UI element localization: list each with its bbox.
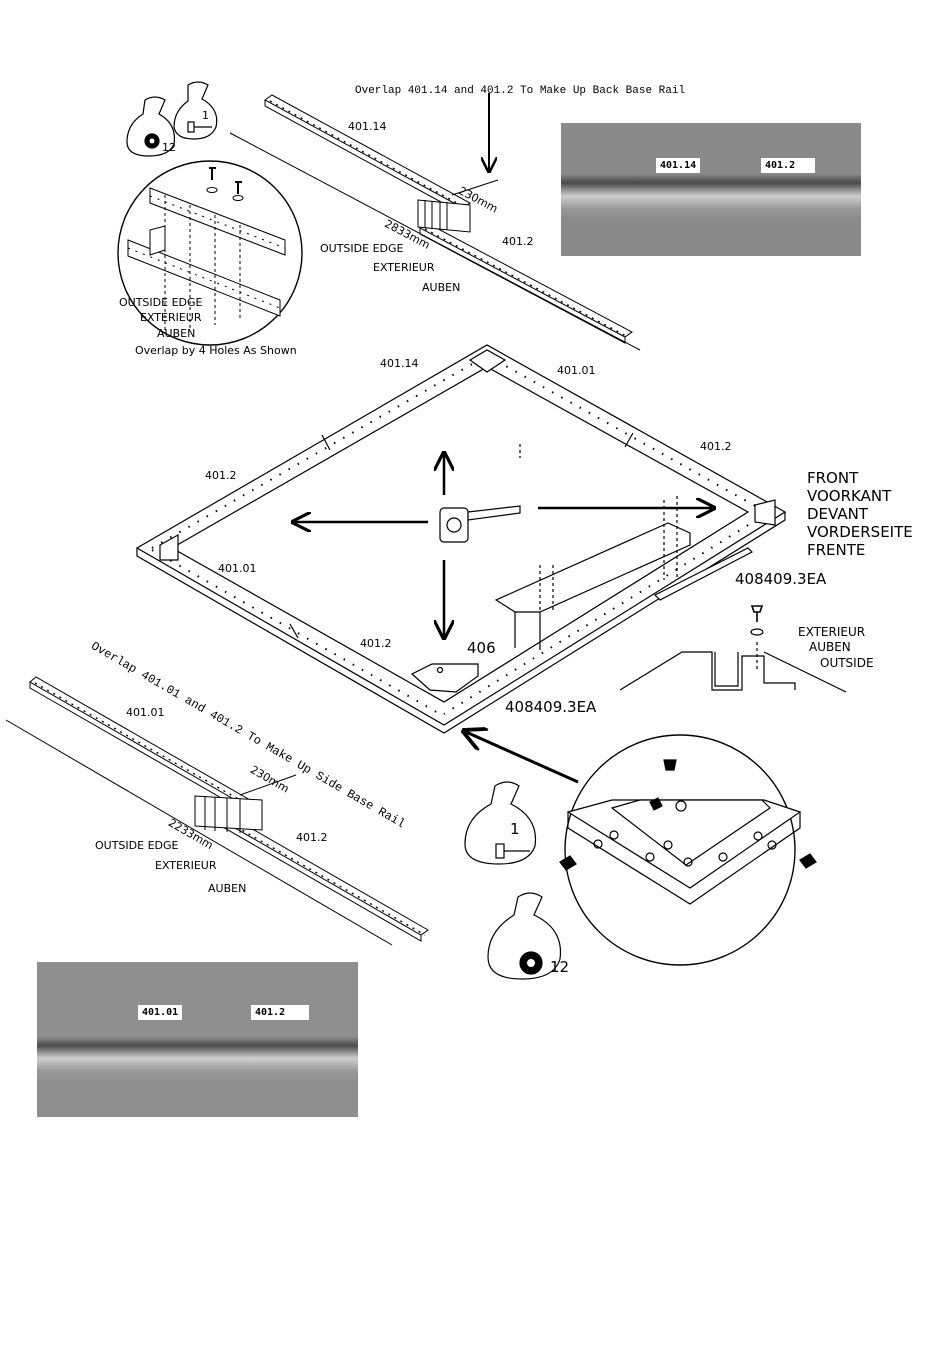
top-photo-tag-a: 401.14 <box>656 158 701 173</box>
corner-inset-circle <box>559 734 817 966</box>
frame-right-back-rail-label: 401.01 <box>557 364 596 377</box>
bottom-photo-tag-a: 401.01 <box>138 1005 183 1020</box>
top-outside-edge-label: OUTSIDE EDGE <box>320 242 404 255</box>
frame-front-rail-label: 401.2 <box>360 637 392 650</box>
bottom-screw-bag-icon <box>464 781 537 865</box>
bottom-exterieur-label: EXTERIEUR <box>155 859 217 872</box>
inset-exterieur-label: EXTERIEUR <box>140 311 202 324</box>
base-frame <box>135 344 787 734</box>
bottom-washer-bag-icon <box>487 892 562 980</box>
front-label-nl: VOORKANT <box>807 487 892 505</box>
inset-auben-label: AUBEN <box>157 327 196 340</box>
profile-auben-label: AUBEN <box>809 640 851 654</box>
frame-back-rail-label: 401.14 <box>380 357 419 370</box>
support-front-label: 408409.3EA <box>505 698 597 716</box>
support-right-label: 408409.3EA <box>735 570 827 588</box>
back-rail-overlap-caption: Overlap 401.14 and 401.2 To Make Up Back… <box>355 85 686 97</box>
rail-401-14-top <box>264 94 471 209</box>
top-part-401-14-label: 401.14 <box>348 120 387 133</box>
top-back-rail-assembly <box>229 93 641 351</box>
bracket-406-label: 406 <box>467 639 496 657</box>
top-washer-bag-icon <box>126 96 176 157</box>
top-auben-label: AUBEN <box>422 281 461 294</box>
top-inset-circle <box>117 160 303 346</box>
top-overlap-photo: 401.14 401.2 <box>561 123 861 256</box>
frame-left-front-rail-label: 401.01 <box>218 562 257 575</box>
frame-right-front-rail-label: 401.2 <box>700 440 732 453</box>
detail-pointer-arrow <box>466 732 579 784</box>
inset-caption: Overlap by 4 Holes As Shown <box>135 344 297 357</box>
front-label-es: FRENTE <box>807 541 866 559</box>
bottom-part-401-2-label: 401.2 <box>296 831 328 844</box>
bottom-photo-tag-b: 401.2 <box>251 1005 309 1020</box>
inset-outside-edge-label: OUTSIDE EDGE <box>119 296 203 309</box>
bottom-screw-qty: 1 <box>510 820 520 838</box>
bottom-washer-qty: 12 <box>550 958 570 976</box>
front-label-de: VORDERSEITE <box>807 523 913 541</box>
top-washer-qty: 12 <box>162 141 176 154</box>
profile-outside-label: OUTSIDE <box>820 656 874 670</box>
front-label-fr: DEVANT <box>807 505 868 523</box>
profile-exterieur-label: EXTERIEUR <box>798 625 866 639</box>
profile-detail <box>619 605 847 693</box>
bottom-auben-label: AUBEN <box>208 882 247 895</box>
top-screw-bag-icon <box>173 81 218 140</box>
front-label-en: FRONT <box>807 469 859 487</box>
bottom-overlap-photo: 401.01 401.2 <box>37 962 358 1117</box>
bottom-side-rail-assembly <box>5 676 429 946</box>
top-part-401-2-label: 401.2 <box>502 235 534 248</box>
top-exterieur-label: EXTERIEUR <box>373 261 435 274</box>
top-photo-tag-b: 401.2 <box>761 158 815 173</box>
top-screw-qty: 1 <box>202 109 209 122</box>
bottom-outside-edge-label: OUTSIDE EDGE <box>95 839 179 852</box>
bottom-part-401-01-label: 401.01 <box>126 706 165 719</box>
frame-left-back-rail-label: 401.2 <box>205 469 237 482</box>
